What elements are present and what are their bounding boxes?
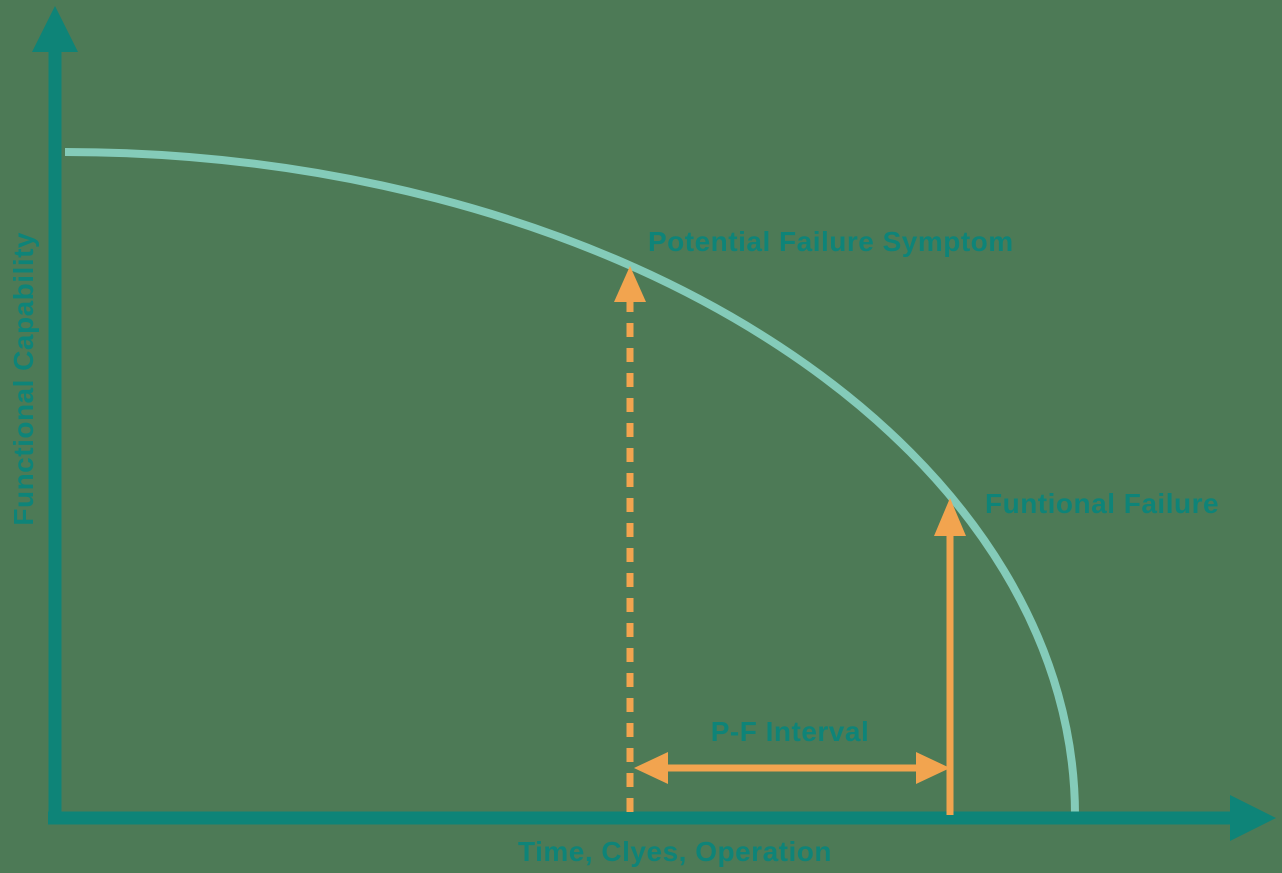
functional-failure-label: Funtional Failure: [985, 488, 1220, 519]
potential-failure-symptom-label: Potential Failure Symptom: [648, 226, 1014, 257]
pf-interval-right-arrowhead-icon: [916, 752, 950, 784]
potential-failure-arrowhead-icon: [614, 266, 646, 302]
pf-interval-left-arrowhead-icon: [634, 752, 668, 784]
y-axis-arrowhead-icon: [32, 6, 78, 52]
x-axis-label: Time, Clyes, Operation: [518, 836, 832, 867]
y-axis-label: Functional Capability: [8, 232, 39, 526]
x-axis-arrowhead-icon: [1230, 795, 1276, 841]
functional-failure-arrowhead-icon: [934, 498, 966, 536]
pf-interval-label: P-F Interval: [710, 716, 870, 747]
degradation-curve: [64, 148, 1079, 816]
